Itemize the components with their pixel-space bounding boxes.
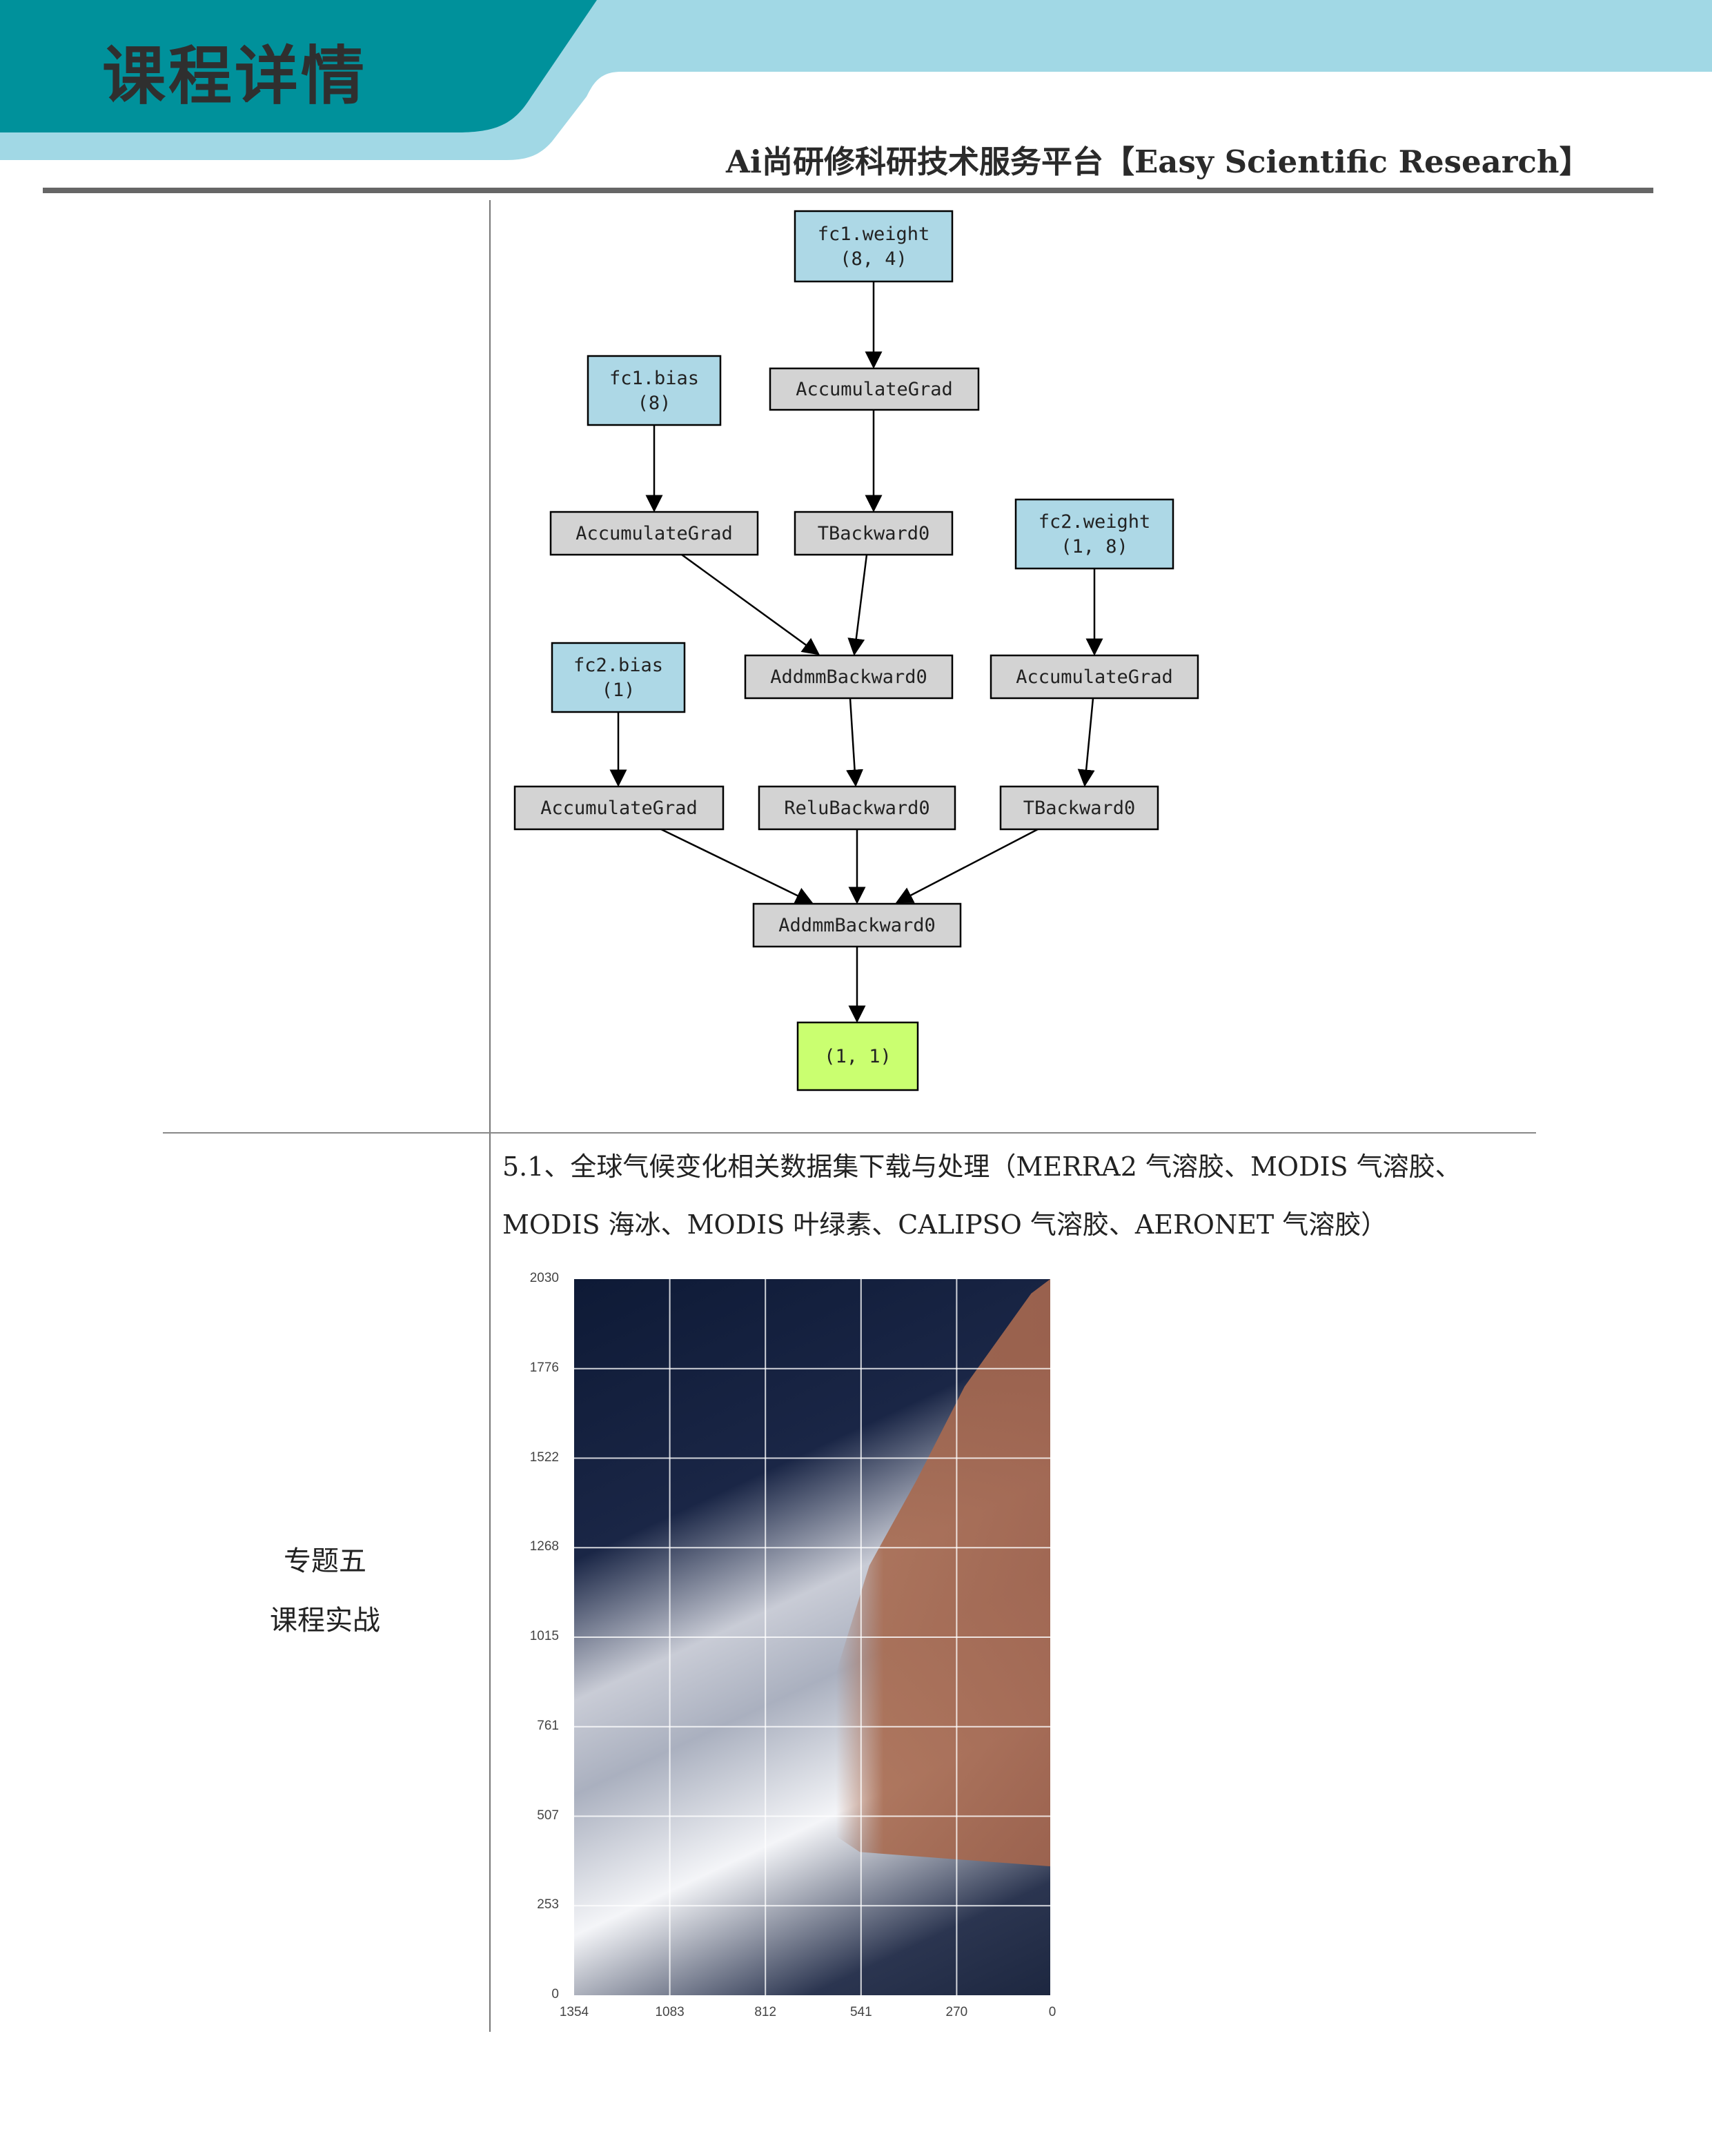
graph-node-acc3: AccumulateGrad — [990, 654, 1199, 700]
graph-node-fc1b: fc1.bias (8) — [587, 355, 722, 426]
graph-node-label: AccumulateGrad — [796, 379, 953, 400]
page-title: 课程详情 — [102, 39, 368, 113]
graph-node-fc2b: fc2.bias (1) — [551, 642, 686, 713]
y-tick-label: 761 — [537, 1718, 559, 1733]
graph-node-acc4: AccumulateGrad — [513, 785, 725, 831]
graph-node-label: fc1.weight — [818, 224, 930, 245]
graph-node-tb1: TBackward0 — [794, 511, 954, 556]
graph-node-label: (8, 4) — [840, 248, 907, 270]
y-tick-label: 1015 — [529, 1629, 559, 1643]
autograd-graph: fc1.weight (8, 4) AccumulateGrad fc1.bias (8… — [513, 210, 1199, 1091]
graph-node-label: ReluBackward0 — [784, 798, 929, 819]
satellite-image — [574, 1279, 1050, 1995]
y-tick-label: 1522 — [529, 1450, 559, 1465]
header-banner — [0, 0, 1712, 160]
graph-node-label: fc1.bias — [609, 368, 699, 389]
graph-node-label: TBackward0 — [818, 523, 930, 544]
graph-node-acc1: AccumulateGrad — [769, 367, 980, 411]
platform-subtitle: Ai尚研修科研技术服务平台【Easy Scientific Research】 — [726, 144, 1591, 180]
dark-teal-block — [0, 0, 597, 132]
graph-node-label: (8) — [638, 393, 671, 414]
graph-edge — [681, 553, 820, 655]
graph-node-fc1w: fc1.weight (8, 4) — [794, 210, 954, 283]
x-tick-label: 812 — [754, 2005, 777, 2019]
graph-node-acc2: AccumulateGrad — [549, 511, 759, 556]
graph-node-label: AddmmBackward0 — [770, 666, 927, 688]
graph-node-relu: ReluBackward0 — [758, 785, 956, 831]
graph-node-addmm2: AddmmBackward0 — [752, 902, 962, 948]
graph-edge — [1077, 698, 1095, 787]
graph-node-label: AccumulateGrad — [1016, 666, 1173, 688]
x-tick-label: 0 — [1048, 2005, 1056, 2019]
graph-node-tb2: TBackward0 — [999, 785, 1159, 831]
table-column-divider — [489, 200, 491, 2032]
y-tick-label: 1268 — [529, 1539, 559, 1554]
y-tick-label: 0 — [551, 1987, 559, 2001]
graph-edge — [660, 828, 814, 904]
graph-node-label: fc2.bias — [573, 655, 663, 676]
graph-node-label: AccumulateGrad — [575, 523, 733, 544]
graph-node-fc2w: fc2.weight (1, 8) — [1014, 498, 1174, 570]
x-tick-label: 1083 — [655, 2005, 685, 2019]
graph-node-label: TBackward0 — [1023, 798, 1136, 819]
graph-node-label: (1) — [602, 680, 636, 701]
graph-edge — [846, 698, 864, 787]
grid-lines — [574, 1279, 1050, 1995]
graph-node-label: AccumulateGrad — [540, 798, 698, 819]
graph-node-label: (1, 1) — [824, 1046, 892, 1067]
graph-node-addmm1: AddmmBackward0 — [744, 654, 954, 700]
graph-node-label: (1, 8) — [1061, 536, 1128, 557]
y-tick-label: 253 — [537, 1897, 559, 1912]
y-tick-label: 507 — [537, 1808, 559, 1823]
y-tick-label: 1776 — [529, 1360, 559, 1375]
y-tick-label: 2030 — [529, 1271, 559, 1285]
graph-node-label: AddmmBackward0 — [778, 915, 936, 936]
graph-edge — [847, 554, 868, 656]
section-heading-line2: MODIS 海冰、MODIS 叶绿素、CALIPSO 气溶胶、AERONET 气… — [502, 1209, 1388, 1240]
graph-edge — [895, 828, 1039, 904]
x-tick-label: 1354 — [559, 2005, 589, 2019]
topic-subtitle: 课程实战 — [270, 1605, 380, 1636]
topic-label: 专题五 — [284, 1545, 366, 1577]
graph-node-out: (1, 1) — [796, 1021, 919, 1091]
x-tick-label: 541 — [849, 2005, 872, 2019]
graph-node-label: fc2.weight — [1039, 511, 1151, 533]
header-divider — [43, 188, 1653, 193]
table-row-divider — [163, 1132, 1536, 1134]
x-tick-label: 270 — [945, 2005, 968, 2019]
section-heading-line1: 5.1、全球气候变化相关数据集下载与处理（MERRA2 气溶胶、MODIS 气溶… — [502, 1151, 1462, 1182]
